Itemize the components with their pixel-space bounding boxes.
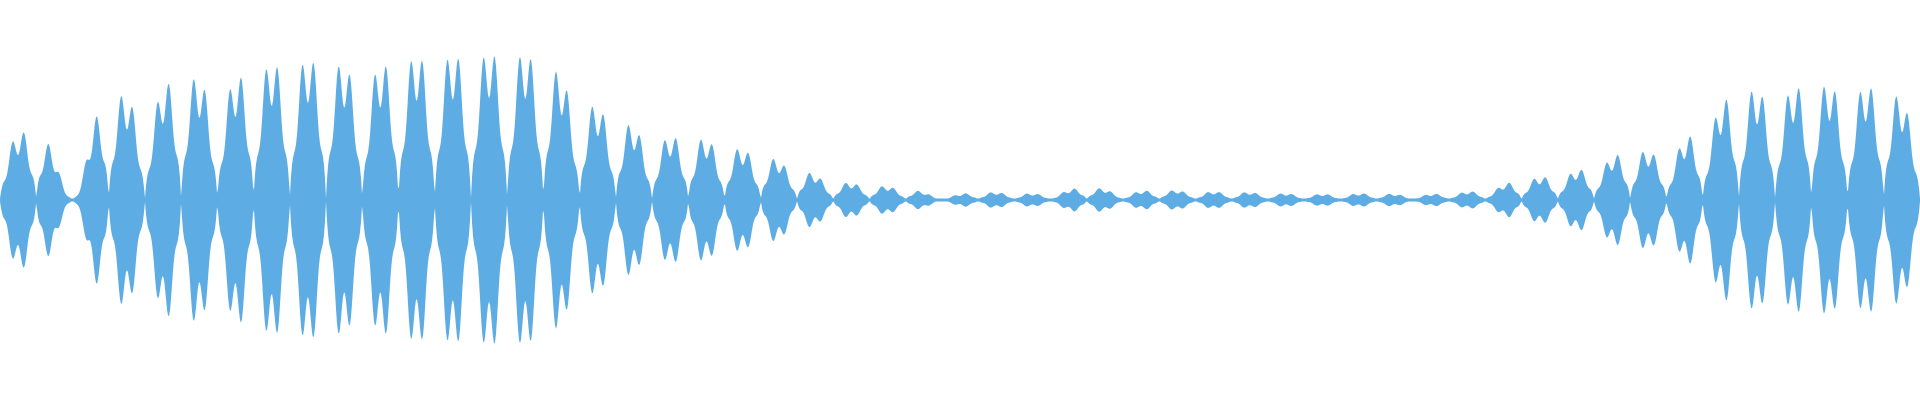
waveform-shape <box>0 56 1920 344</box>
